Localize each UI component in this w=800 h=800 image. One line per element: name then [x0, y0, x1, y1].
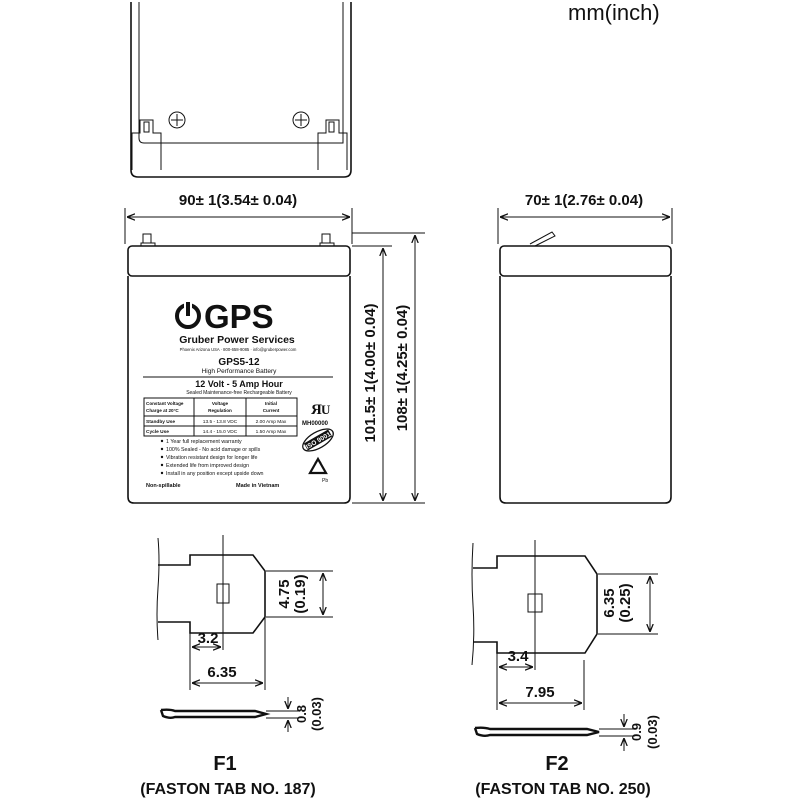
terminal-f1-detail: 4.75 (0.19) 3.2 6.35 0.8 (0.03) F1 (FAST… — [140, 535, 333, 798]
f1-name: F1 — [213, 753, 236, 775]
terminal-f2-detail: 6.35 (0.25) 3.4 7.95 0.9 (0.03) F2 (FAST… — [471, 540, 660, 798]
feature-item: 1 Year full replacement warranty — [166, 439, 242, 445]
recycle-icon: Pb — [308, 456, 328, 484]
f2-caption: (FASTON TAB NO. 250) — [475, 781, 650, 798]
feature-list: 1 Year full replacement warranty 100% Se… — [160, 439, 264, 477]
rating-subtitle: Sealed Maintenance-free Rechargeable Bat… — [186, 390, 292, 396]
total-height-label: 108± 1(4.25± 0.04) — [394, 305, 411, 432]
table-cell: Cycle Use — [146, 429, 169, 435]
side-view: 70± 1(2.76± 0.04) — [497, 192, 673, 504]
f1-caption: (FASTON TAB NO. 187) — [140, 781, 315, 798]
svg-text:U: U — [321, 402, 331, 417]
cert-code: MH00000 — [302, 421, 329, 427]
f2-hole-offset: 3.4 — [508, 648, 530, 665]
f1-hole-offset: 3.2 — [198, 630, 219, 647]
table-cell: 2.00 Amp Max — [256, 419, 287, 425]
table-header-charge: Constant Voltage — [146, 401, 184, 406]
table-cell: 13.5 - 13.8 VDC — [203, 419, 238, 425]
width-dimension: 90± 1(3.54± 0.04) — [124, 192, 353, 244]
front-view — [127, 233, 351, 504]
f2-tab-height: 6.35 — [601, 588, 618, 617]
gps-logo: GPS — [175, 298, 274, 335]
table-cell: Standby Use — [146, 419, 175, 425]
f2-thickness: 0.9 — [629, 723, 644, 741]
f1-thickness: 0.8 — [294, 705, 309, 723]
feature-item: Extended life from improved design — [166, 463, 249, 469]
f1-tab-length: 6.35 — [207, 664, 236, 681]
f2-name: F2 — [545, 753, 568, 775]
table-header-current-line2: Current — [263, 408, 280, 413]
table-header-current: Initial — [265, 401, 277, 406]
feature-item: Install in any position except upside do… — [166, 471, 264, 477]
units-label: mm(inch) — [568, 0, 660, 25]
top-view — [130, 2, 352, 178]
f1-tab-height-in: (0.19) — [292, 574, 309, 613]
iso-seal-icon: ISO 9001 — [302, 428, 334, 452]
rating: 12 Volt - 5 Amp Hour — [195, 379, 283, 389]
f1-tab-height: 4.75 — [276, 579, 293, 608]
made-in-label: Made in Vietnam — [236, 483, 279, 489]
height-dimensions: 101.5± 1(4.00± 0.04) 108± 1(4.25± 0.04) — [352, 232, 425, 504]
width-dimension-label: 90± 1(3.54± 0.04) — [179, 192, 297, 209]
svg-text:Я: Я — [311, 402, 322, 418]
f2-tab-length: 7.95 — [525, 684, 554, 701]
case-height-label: 101.5± 1(4.00± 0.04) — [362, 303, 379, 442]
model-subtitle: High Performance Battery — [202, 368, 278, 375]
charge-table: Constant Voltage Charge at 20°C Voltage … — [143, 397, 298, 437]
table-header-voltage: Voltage — [212, 401, 229, 406]
table-header-charge-line2: Charge at 20°C — [146, 408, 179, 413]
non-spillable-label: Non-spillable — [146, 483, 181, 489]
company-contact: Phoenix Arizona USA · 800-658-9085 · inf… — [180, 347, 297, 352]
feature-item: 100% Sealed - No acid damage or spills — [166, 447, 261, 453]
model-number: GPS5-12 — [218, 357, 260, 368]
f2-thickness-in: (0.03) — [645, 715, 660, 749]
table-cell: 14.4 - 15.0 VDC — [203, 429, 238, 435]
battery-label: GPS Gruber Power Services Phoenix Arizon… — [143, 298, 334, 489]
table-header-voltage-line2: Regulation — [208, 408, 232, 413]
ur-recognized-icon: Я U — [311, 402, 331, 418]
pb-label: Pb — [322, 478, 328, 484]
table-cell: 1.50 Amp Max — [256, 429, 287, 435]
f1-thickness-in: (0.03) — [309, 697, 324, 731]
feature-item: Vibration resistant design for longer li… — [166, 455, 258, 461]
company-name: Gruber Power Services — [179, 334, 295, 346]
f2-tab-height-in: (0.25) — [617, 583, 634, 622]
depth-dimension-label: 70± 1(2.76± 0.04) — [525, 192, 643, 209]
brand-logo-text: GPS — [204, 298, 274, 335]
